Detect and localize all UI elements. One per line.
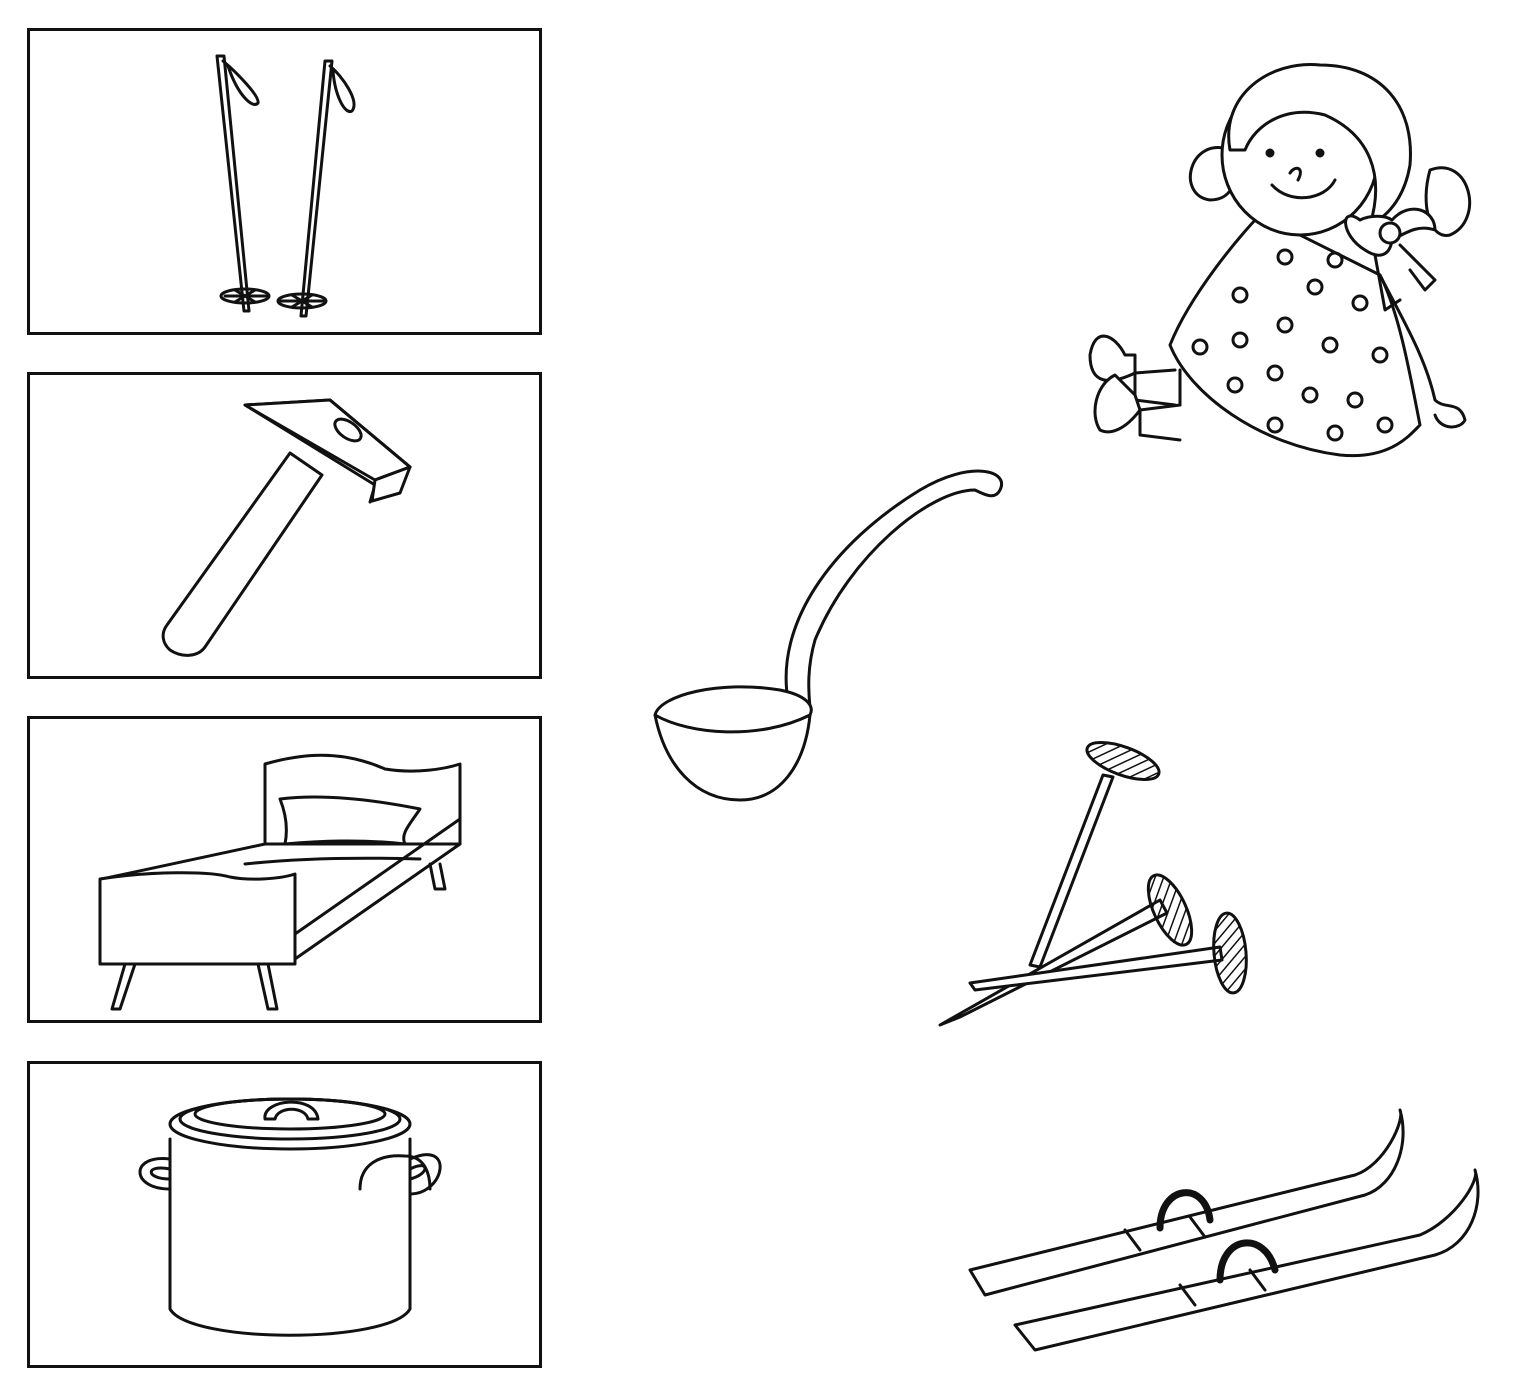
- picture-card-ski-poles: [27, 28, 542, 335]
- picture-card-bed: [27, 716, 542, 1023]
- ladle-icon: [640, 465, 1020, 815]
- hammer-icon: [30, 375, 545, 682]
- pot-icon: [30, 1064, 545, 1371]
- picture-card-hammer: [27, 372, 542, 679]
- skis-icon: [965, 1100, 1485, 1355]
- picture-card-pot: [27, 1061, 542, 1368]
- nails-icon: [935, 735, 1265, 1035]
- doll-icon: [1040, 55, 1490, 475]
- bed-icon: [30, 719, 545, 1026]
- ski-poles-icon: [30, 31, 545, 338]
